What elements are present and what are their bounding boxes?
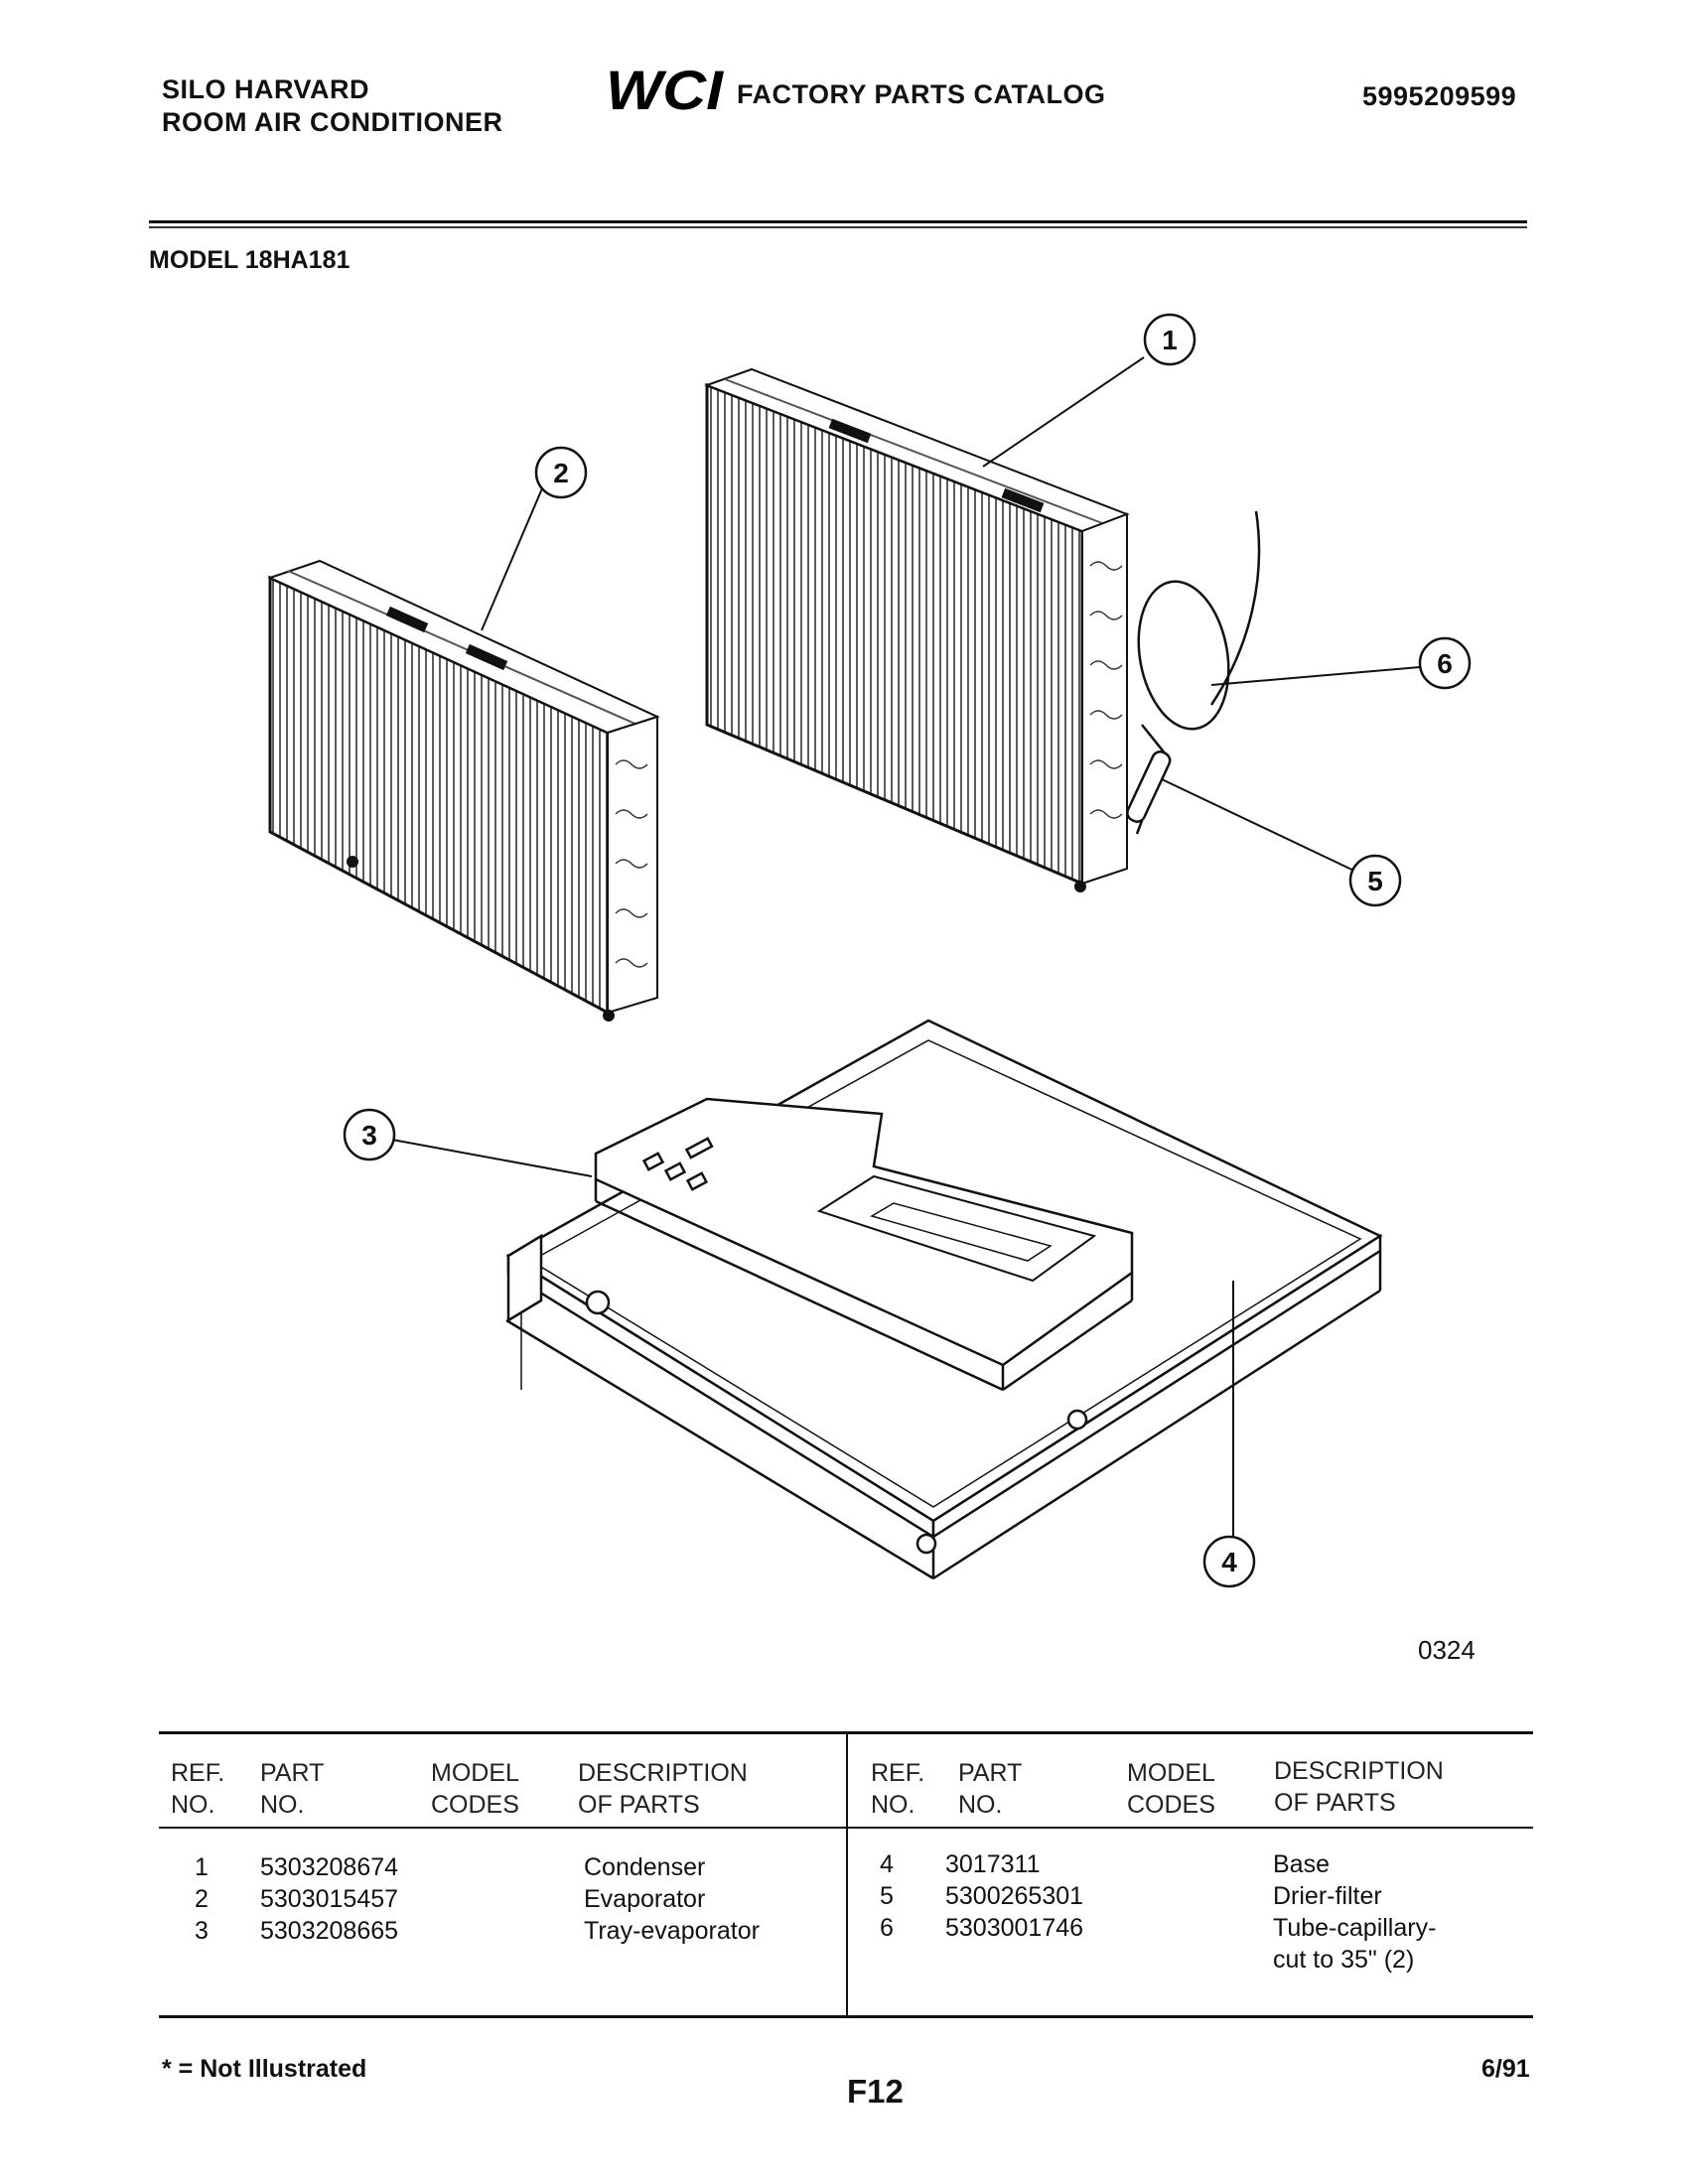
ref-no: 1 bbox=[195, 1853, 209, 1881]
svg-text:3: 3 bbox=[361, 1120, 377, 1151]
callout-5: 5 bbox=[1348, 854, 1402, 907]
header-ref-no-right: REF.NO. bbox=[871, 1759, 925, 1819]
table-row: 5303208674 5303015457 5303208665 bbox=[260, 1851, 398, 1947]
wci-logo: WCI bbox=[606, 60, 725, 119]
diagram-code: 0324 bbox=[1418, 1635, 1476, 1665]
leader-lines bbox=[391, 356, 1421, 1537]
table-bottom-rule bbox=[159, 2015, 1533, 2018]
header-rule bbox=[149, 220, 1527, 228]
svg-text:5: 5 bbox=[1367, 866, 1383, 896]
model-label: MODEL 18HA181 bbox=[149, 246, 351, 274]
ref-no: 6 bbox=[880, 1914, 894, 1942]
part-description: Tray-evaporator bbox=[584, 1917, 760, 1945]
part-description: Tube-capillary- bbox=[1273, 1914, 1437, 1942]
logo-text: WCI bbox=[606, 60, 725, 119]
table-top-rule bbox=[159, 1731, 1533, 1734]
table-column-divider bbox=[846, 1733, 848, 2016]
drier-filter-illustration bbox=[1126, 751, 1172, 823]
table-row: 4 5 6 bbox=[880, 1848, 894, 1944]
part-description: Drier-filter bbox=[1273, 1882, 1382, 1910]
condenser-illustration bbox=[704, 367, 1130, 892]
part-description: Condenser bbox=[584, 1853, 706, 1881]
table-row: 3017311 5300265301 5303001746 bbox=[945, 1848, 1083, 1944]
svg-text:4: 4 bbox=[1221, 1547, 1237, 1577]
ref-no: 3 bbox=[195, 1917, 209, 1945]
tray-evaporator-illustration bbox=[594, 1097, 1134, 1392]
part-no: 5303208665 bbox=[260, 1917, 399, 1945]
table-row: Condenser Evaporator Tray-evaporator bbox=[584, 1851, 760, 1947]
table-row: Base Drier-filter Tube-capillary- cut to… bbox=[1273, 1848, 1436, 1976]
callout-1: 1 bbox=[1143, 313, 1196, 366]
part-no: 5303001746 bbox=[945, 1914, 1084, 1942]
parts-diagram: 1 2 3 4 5 6 bbox=[267, 313, 1472, 1588]
callout-2: 2 bbox=[534, 446, 588, 499]
ref-no: 2 bbox=[195, 1885, 209, 1913]
ref-no: 5 bbox=[880, 1882, 894, 1910]
page-date: 6/91 bbox=[1481, 2055, 1530, 2083]
catalog-number: 5995209599 bbox=[1362, 81, 1517, 111]
svg-text:1: 1 bbox=[1162, 325, 1178, 355]
part-description-continued: cut to 35" (2) bbox=[1273, 1946, 1415, 1974]
part-no: 3017311 bbox=[945, 1850, 1041, 1878]
page-code: F12 bbox=[847, 2073, 904, 2110]
part-no: 5303208674 bbox=[260, 1853, 399, 1881]
part-description: Base bbox=[1273, 1850, 1330, 1878]
brand-name: SILO HARVARD bbox=[162, 74, 370, 104]
footer-note: * = Not Illustrated bbox=[162, 2055, 367, 2083]
evaporator-illustration bbox=[267, 559, 660, 1022]
product-type: ROOM AIR CONDITIONER bbox=[162, 107, 503, 137]
callout-6: 6 bbox=[1418, 636, 1472, 690]
part-description: Evaporator bbox=[584, 1885, 706, 1913]
part-no: 5300265301 bbox=[945, 1882, 1084, 1910]
header-ref-no-left: REF.NO. bbox=[171, 1759, 225, 1819]
callout-3: 3 bbox=[343, 1108, 396, 1161]
svg-text:6: 6 bbox=[1437, 648, 1453, 679]
ref-no: 4 bbox=[880, 1850, 894, 1878]
part-no: 5303015457 bbox=[260, 1885, 399, 1913]
table-row: 1 2 3 bbox=[195, 1851, 209, 1947]
callout-4: 4 bbox=[1202, 1535, 1256, 1588]
svg-text:2: 2 bbox=[553, 458, 569, 488]
catalog-title: FACTORY PARTS CATALOG bbox=[737, 79, 1106, 109]
